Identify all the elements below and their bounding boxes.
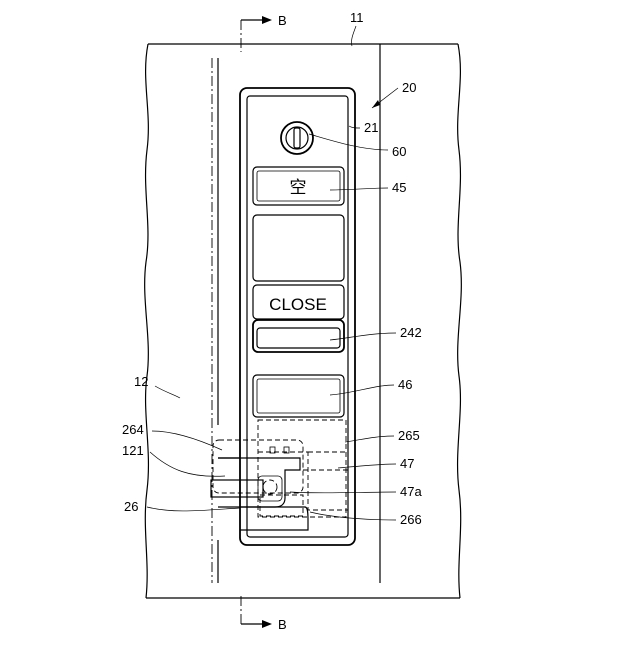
leader-121: [150, 452, 225, 476]
ref-265: 265: [398, 428, 420, 443]
button-46-inner: [257, 379, 340, 413]
section-mark-top: B: [278, 13, 287, 28]
ref-45: 45: [392, 180, 406, 195]
section-arrow-top-head: [262, 16, 272, 24]
leader-12: [155, 386, 180, 398]
lock-panel-outer: [240, 88, 355, 545]
ref-264: 264: [122, 422, 144, 437]
latch-plate-solid: [240, 507, 308, 530]
ref-11: 11: [350, 10, 364, 25]
ref-60: 60: [392, 144, 406, 159]
left-break-line: [145, 44, 149, 598]
button-46-outer: [253, 375, 344, 417]
section-arrow-bottom-head: [262, 620, 272, 628]
close-display-label: CLOSE: [269, 295, 327, 314]
leader-11: [351, 26, 356, 46]
slider-242-outer: [253, 320, 344, 352]
ref-20: 20: [402, 80, 416, 95]
leader-20-arrow: [372, 100, 380, 108]
latch-pin: [263, 480, 277, 494]
ref-47a: 47a: [400, 484, 422, 499]
strike-121: [211, 480, 263, 497]
ref-121: 121: [122, 443, 144, 458]
ref-242: 242: [400, 325, 422, 340]
leader-266: [310, 512, 396, 520]
section-mark-bottom: B: [278, 617, 287, 632]
ref-266: 266: [400, 512, 422, 527]
leader-45: [330, 188, 388, 190]
blank-window: [253, 215, 344, 281]
leader-265: [345, 436, 394, 442]
latch-bolt-47: [308, 452, 348, 510]
key-cylinder-inner: [286, 127, 308, 149]
slider-242-inner: [257, 328, 340, 348]
lock-panel-inner: [247, 96, 348, 537]
key-slot: [294, 128, 300, 148]
ref-21: 21: [364, 120, 378, 135]
ref-26: 26: [124, 499, 138, 514]
indicator-45-label: 空: [290, 178, 307, 197]
ref-12: 12: [134, 374, 148, 389]
right-break-line: [458, 44, 462, 598]
ref-46: 46: [398, 377, 412, 392]
ref-47: 47: [400, 456, 414, 471]
leader-47: [338, 464, 396, 468]
leader-264: [152, 431, 222, 450]
latch-housing-265: [258, 420, 346, 517]
